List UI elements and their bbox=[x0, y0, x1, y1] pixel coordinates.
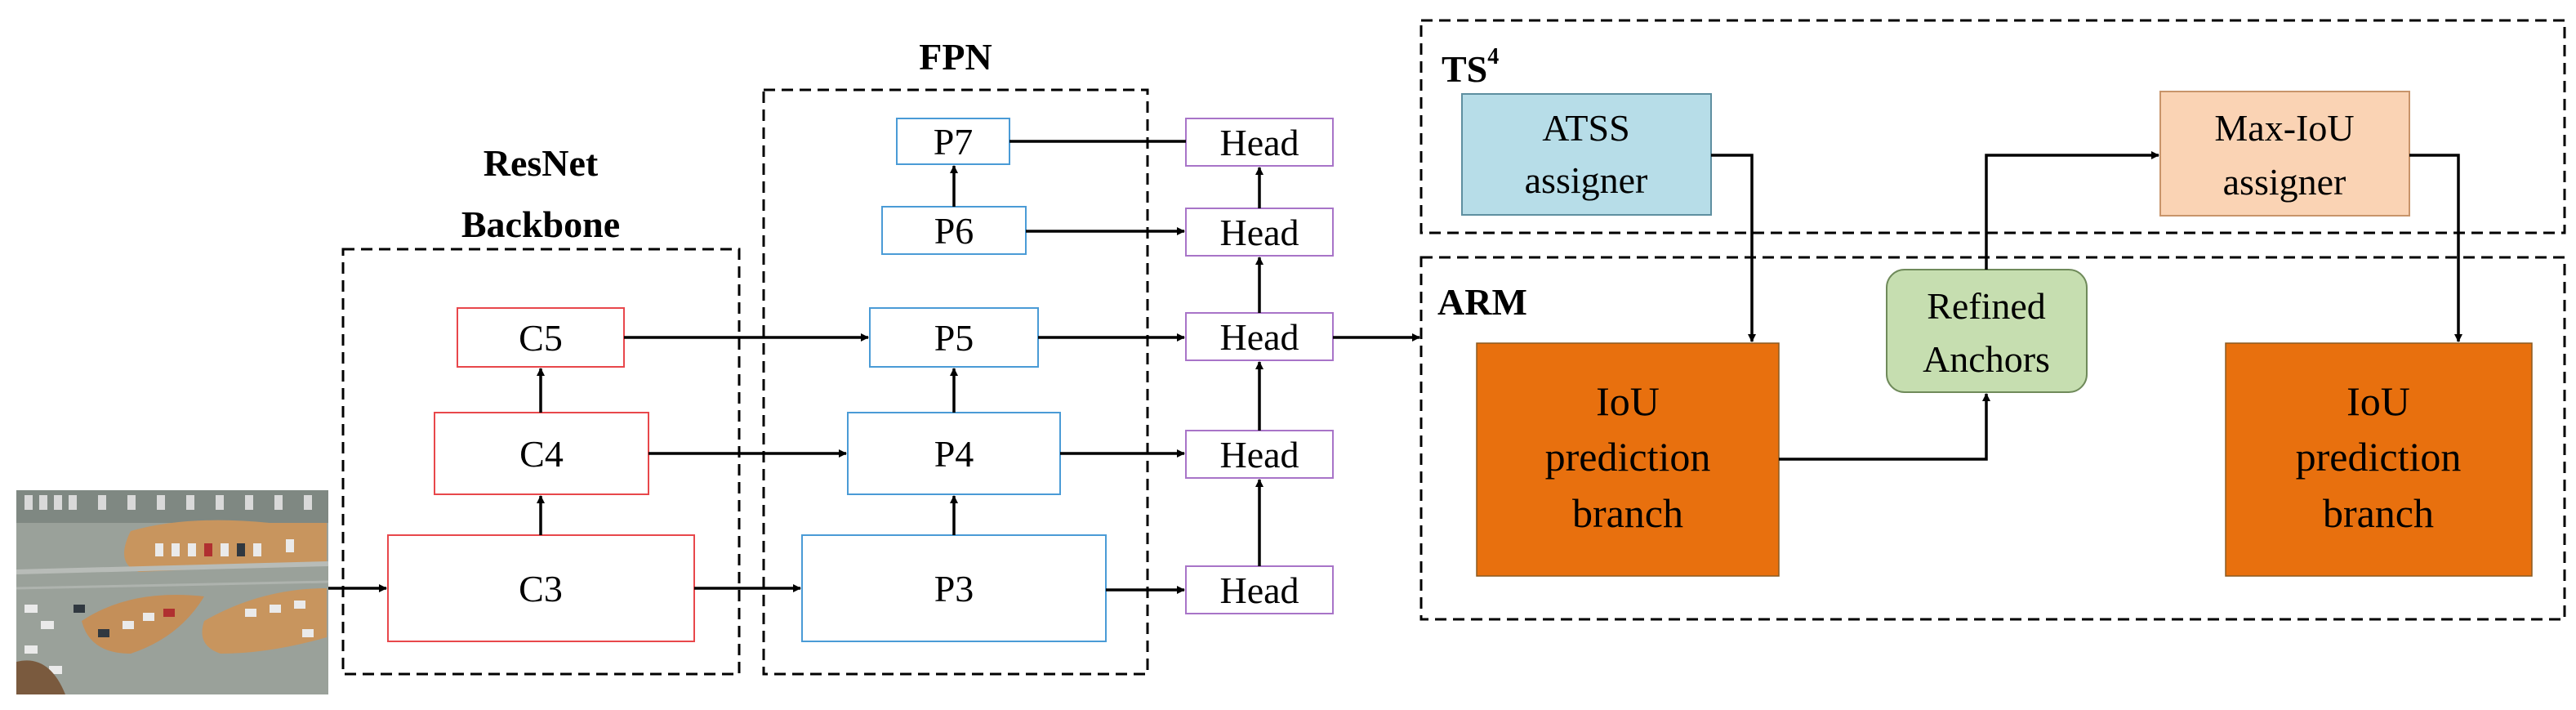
p6-label: P6 bbox=[934, 210, 974, 252]
max-iou-assigner-box bbox=[2159, 91, 2410, 217]
backbone-title-line2: Backbone bbox=[461, 203, 620, 245]
iou-branch-1-line2: prediction bbox=[1545, 434, 1711, 480]
head-p5-label: Head bbox=[1219, 316, 1299, 358]
refined-anchors-line1: Refined bbox=[1927, 285, 2046, 327]
p3-label: P3 bbox=[934, 568, 974, 610]
iou-branch-2-line1: IoU bbox=[2346, 378, 2410, 424]
ts-title-text: TS bbox=[1442, 48, 1487, 90]
fpn-title: FPN bbox=[919, 36, 992, 78]
c4-label: C4 bbox=[519, 433, 564, 475]
p7-block bbox=[896, 118, 1010, 165]
ts-title-superscript: 4 bbox=[1487, 44, 1499, 69]
arm-region bbox=[1419, 256, 2566, 621]
head-p4-label: Head bbox=[1219, 434, 1299, 476]
head-p6 bbox=[1185, 208, 1334, 257]
iou-prediction-branch-1 bbox=[1476, 342, 1780, 577]
atss-assigner-box bbox=[1461, 93, 1712, 216]
iou-prediction-branch-2 bbox=[2225, 342, 2533, 577]
head-p6-label: Head bbox=[1219, 212, 1299, 253]
arrow-iou-branch-1-to-refined bbox=[1779, 393, 1990, 461]
p7-label: P7 bbox=[934, 121, 974, 163]
iou-branch-2-line3: branch bbox=[2323, 490, 2434, 536]
backbone-title-line1: ResNet bbox=[484, 142, 599, 184]
arrow-atss-to-iou-branch-1 bbox=[1711, 154, 1756, 342]
head-p5 bbox=[1185, 312, 1334, 361]
iou-branch-1-line3: branch bbox=[1572, 490, 1683, 536]
max-iou-assigner-line2: assigner bbox=[2223, 161, 2346, 203]
max-iou-assigner-line1: Max-IoU bbox=[2214, 107, 2354, 149]
arrow-max-iou-to-iou-branch-2 bbox=[2409, 154, 2462, 342]
p4-label: P4 bbox=[934, 433, 974, 475]
head-p7 bbox=[1185, 118, 1334, 167]
refined-anchors-line2: Anchors bbox=[1923, 338, 2050, 380]
ts4-region bbox=[1419, 19, 2566, 234]
p5-label: P5 bbox=[934, 317, 974, 359]
ts-title: TS4 bbox=[1442, 44, 1499, 90]
arrow-refined-to-max-iou bbox=[1985, 151, 2159, 270]
arm-title: ARM bbox=[1437, 281, 1527, 323]
iou-branch-2-line2: prediction bbox=[2296, 434, 2462, 480]
c5-label: C5 bbox=[519, 317, 563, 359]
atss-assigner-line1: ATSS bbox=[1542, 107, 1629, 149]
input-aerial-image bbox=[16, 490, 329, 694]
iou-branch-1-line1: IoU bbox=[1596, 378, 1660, 424]
head-p4 bbox=[1185, 430, 1334, 479]
c3-label: C3 bbox=[519, 568, 563, 610]
atss-assigner-line2: assigner bbox=[1525, 159, 1648, 201]
connections bbox=[328, 140, 2462, 594]
p3-block bbox=[801, 534, 1107, 642]
head-p3 bbox=[1185, 565, 1334, 614]
fpn-region bbox=[762, 88, 1149, 676]
head-p7-label: Head bbox=[1219, 122, 1299, 163]
p6-block bbox=[881, 206, 1027, 255]
backbone-region bbox=[341, 248, 741, 676]
head-p3-label: Head bbox=[1219, 569, 1299, 611]
